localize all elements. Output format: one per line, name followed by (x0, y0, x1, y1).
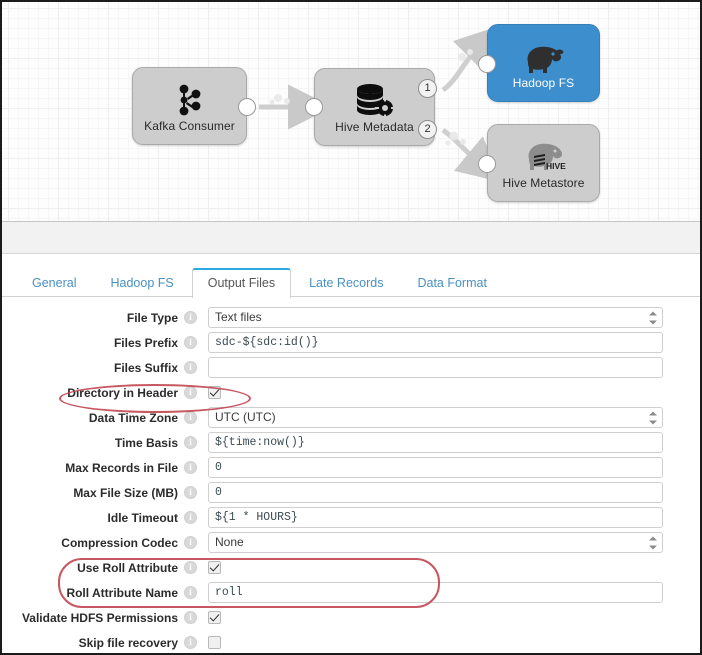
max-records-in-file-input[interactable]: 0 (208, 457, 663, 478)
info-icon[interactable] (184, 486, 197, 499)
field-label: Compression Codec (61, 535, 178, 550)
svg-text:HIVE: HIVE (546, 161, 566, 171)
pipeline-node-hadoop-fs[interactable]: Hadoop FS (487, 24, 600, 102)
tab-late-records[interactable]: Late Records (309, 276, 384, 290)
node-label: Hadoop FS (512, 76, 575, 90)
field-label: Files Prefix (113, 335, 178, 350)
kafka-icon (175, 79, 205, 117)
info-icon[interactable] (184, 461, 197, 474)
field-row-max-records-in-file: Max Records in File 0 (2, 455, 700, 480)
info-icon[interactable] (184, 336, 197, 349)
field-row-roll-attribute-name: Roll Attribute Name roll (2, 580, 700, 605)
info-icon[interactable] (184, 561, 197, 574)
field-label: Skip file recovery (78, 635, 178, 650)
skip-file-recovery-checkbox[interactable] (208, 636, 221, 649)
info-icon[interactable] (184, 361, 197, 374)
directory-in-header-checkbox[interactable] (208, 386, 221, 399)
field-row-files-suffix: Files Suffix (2, 355, 700, 380)
tab-hadoop-fs[interactable]: Hadoop FS (110, 276, 174, 290)
node-label: Hive Metadata (335, 120, 414, 134)
pipeline-node-hive-metadata[interactable]: Hive Metadata (314, 68, 435, 146)
idle-timeout-input[interactable]: ${1 * HOURS} (208, 507, 663, 528)
pipeline-node-hive-metastore[interactable]: HIVE Hive Metastore (487, 124, 600, 202)
port-hive-metastore-input[interactable] (478, 155, 496, 173)
port-hive-metadata-output-1[interactable]: 1 (418, 79, 437, 98)
time-basis-input[interactable]: ${time:now()} (208, 432, 663, 453)
field-label: File Type (126, 310, 178, 325)
field-label: Files Suffix (113, 360, 178, 375)
field-row-skip-file-recovery: Skip file recovery (2, 630, 700, 653)
field-label: Validate HDFS Permissions (21, 610, 178, 625)
port-hive-metadata-output-2[interactable]: 2 (418, 120, 437, 139)
info-icon[interactable] (184, 386, 197, 399)
file-type-value: Text files (215, 310, 262, 324)
field-label: Idle Timeout (107, 510, 178, 525)
pipeline-toolbar-strip (2, 221, 700, 254)
pipeline-canvas[interactable]: Kafka Consumer (2, 2, 700, 221)
field-row-validate-hdfs-permissions: Validate HDFS Permissions (2, 605, 700, 630)
output-files-form: File Type Text files Files Prefix sdc-${… (2, 300, 700, 653)
data-time-zone-value: UTC (UTC) (215, 410, 276, 424)
field-label: Use Roll Attribute (77, 560, 178, 575)
info-icon[interactable] (184, 436, 197, 449)
port-hadoop-fs-input[interactable] (478, 55, 496, 73)
validate-hdfs-permissions-checkbox[interactable] (208, 611, 221, 624)
hadoop-elephant-icon (522, 36, 566, 74)
hive-elephant-icon: HIVE (521, 136, 567, 174)
roll-attribute-name-input[interactable]: roll (208, 582, 663, 603)
chevron-updown-icon (649, 311, 657, 324)
field-label: Time Basis (114, 435, 178, 450)
use-roll-attribute-checkbox[interactable] (208, 561, 221, 574)
tab-output-files[interactable]: Output Files (191, 268, 292, 298)
tab-underline (2, 296, 700, 297)
field-label: Directory in Header (67, 385, 178, 400)
compression-codec-value: None (215, 535, 244, 549)
field-label: Roll Attribute Name (66, 585, 178, 600)
info-icon[interactable] (184, 411, 197, 424)
field-row-idle-timeout: Idle Timeout ${1 * HOURS} (2, 505, 700, 530)
field-label: Max File Size (MB) (73, 485, 178, 500)
file-type-select[interactable]: Text files (208, 307, 663, 328)
configuration-tabs: General Hadoop FS Output Files Late Reco… (2, 254, 700, 298)
field-row-files-prefix: Files Prefix sdc-${sdc:id()} (2, 330, 700, 355)
files-suffix-input[interactable] (208, 357, 663, 378)
info-icon[interactable] (184, 586, 197, 599)
field-label: Max Records in File (65, 460, 178, 475)
pipeline-node-kafka-consumer[interactable]: Kafka Consumer (132, 67, 247, 145)
field-row-use-roll-attribute: Use Roll Attribute (2, 555, 700, 580)
max-file-size-input[interactable]: 0 (208, 482, 663, 503)
info-icon[interactable] (184, 311, 197, 324)
database-gear-icon (354, 80, 396, 118)
compression-codec-select[interactable]: None (208, 532, 663, 553)
field-row-data-time-zone: Data Time Zone UTC (UTC) (2, 405, 700, 430)
field-label: Data Time Zone (88, 410, 178, 425)
field-row-compression-codec: Compression Codec None (2, 530, 700, 555)
files-prefix-input[interactable]: sdc-${sdc:id()} (208, 332, 663, 353)
info-icon[interactable] (184, 511, 197, 524)
node-label: Hive Metastore (502, 176, 585, 190)
field-row-time-basis: Time Basis ${time:now()} (2, 430, 700, 455)
chevron-updown-icon (649, 536, 657, 549)
info-icon[interactable] (184, 536, 197, 549)
tab-general[interactable]: General (32, 276, 77, 290)
port-hive-metadata-input[interactable] (305, 98, 323, 116)
port-kafka-consumer-output[interactable] (238, 98, 256, 116)
info-icon[interactable] (184, 611, 197, 624)
chevron-updown-icon (649, 411, 657, 424)
field-row-max-file-size: Max File Size (MB) 0 (2, 480, 700, 505)
info-icon[interactable] (184, 636, 197, 649)
node-label: Kafka Consumer (144, 119, 235, 133)
field-row-file-type: File Type Text files (2, 305, 700, 330)
tab-data-format[interactable]: Data Format (417, 276, 487, 290)
field-row-directory-in-header: Directory in Header (2, 380, 700, 405)
data-time-zone-select[interactable]: UTC (UTC) (208, 407, 663, 428)
